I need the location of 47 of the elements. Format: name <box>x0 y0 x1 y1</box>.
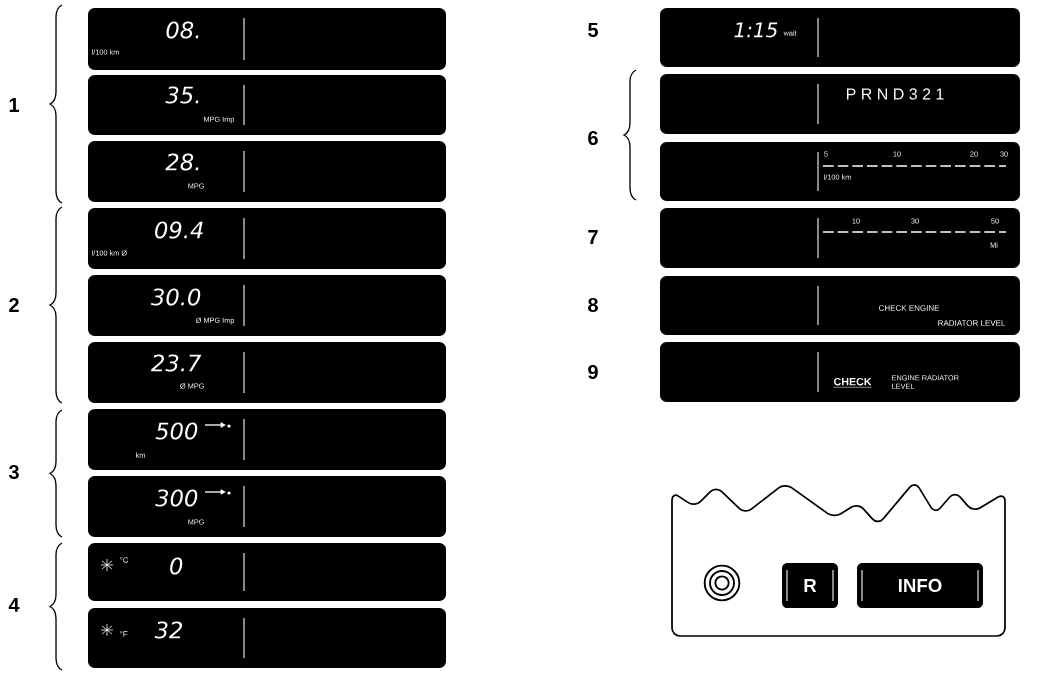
display-panel <box>88 75 446 135</box>
group-number: 5 <box>588 23 598 37</box>
group-number: 8 <box>588 297 598 313</box>
display-panel <box>88 475 446 538</box>
display-panel <box>660 8 1020 67</box>
group-number: 3 <box>8 464 19 480</box>
unit-label: °F <box>120 631 128 637</box>
display-panel <box>660 342 1020 402</box>
unit-label: °C <box>120 557 129 563</box>
readout-digits: 300 <box>155 489 198 507</box>
group-number: 2 <box>9 298 19 312</box>
gear-indicator: P R N D 3 2 1 <box>846 88 944 100</box>
readout-digits: 35. <box>165 86 199 104</box>
button-label: R <box>804 579 817 592</box>
group-number: 7 <box>588 230 598 244</box>
display-panel <box>88 608 446 668</box>
display-panel <box>88 207 446 270</box>
display-panel <box>88 274 446 337</box>
readout-digits: 23.7 <box>151 354 202 372</box>
readout-digits: 28. <box>165 153 199 171</box>
group-number: 9 <box>588 364 598 380</box>
group-number: 4 <box>8 598 20 612</box>
button <box>782 562 838 609</box>
display-panel <box>88 408 446 471</box>
display-panel <box>88 140 446 203</box>
button-label: INFO <box>898 578 942 593</box>
readout-digits: 32 <box>154 621 182 639</box>
display-panel <box>660 74 1020 134</box>
display-panel <box>88 341 446 404</box>
unit-label: RADIATOR LEVEL <box>938 320 1006 326</box>
group-number: 1 <box>9 98 19 112</box>
warning-text: CHECK <box>833 377 872 388</box>
readout-digits: 0 <box>170 557 183 575</box>
readout-digits: 1:15 <box>734 22 778 38</box>
display-panel <box>660 208 1020 268</box>
button <box>857 562 983 609</box>
readout-digits: 09.4 <box>155 221 203 239</box>
control-panel <box>671 483 1006 637</box>
readout-digits: 08. <box>166 21 199 39</box>
display-panel <box>660 142 1020 201</box>
display-panel <box>88 8 446 70</box>
readout-digits: 500 <box>155 422 198 440</box>
display-panel <box>660 276 1020 335</box>
readout-digits: 30.0 <box>151 288 201 306</box>
display-panel <box>88 543 446 601</box>
group-number: 6 <box>588 130 598 146</box>
unit-label: CHECK ENGINE <box>879 305 940 311</box>
